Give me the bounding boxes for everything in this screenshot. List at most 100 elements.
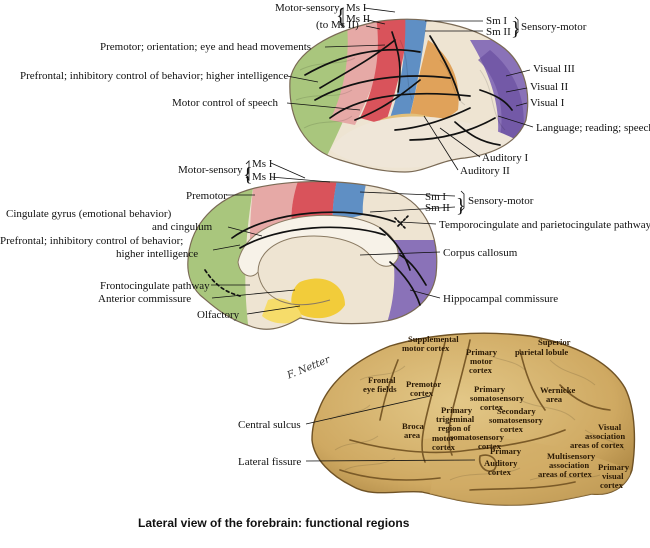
- label-multisensory-3: areas of cortex: [538, 469, 592, 479]
- label-primary-auditory-1: Primary: [490, 446, 522, 456]
- label-trigeminal-2: trigeminal: [436, 414, 475, 424]
- label-visual-assoc-3: areas of cortex: [570, 440, 624, 450]
- label-sensory-motor-mid: Sensory-motor: [468, 195, 534, 207]
- brace-top-right: }: [511, 18, 521, 40]
- label-prefrontal-mid-1: Prefrontal; inhibitory control of behavi…: [0, 235, 183, 247]
- sensory-strip-region: [390, 19, 428, 118]
- label-ms-ii-top: Ms II: [346, 13, 370, 25]
- label-sm-ii-mid: Sm II: [425, 202, 450, 214]
- label-motor-cortex-1: motor: [432, 433, 455, 443]
- label-auditory-ii: Auditory II: [460, 165, 510, 177]
- motor-strip-region: [360, 19, 410, 125]
- label-anterior-commissure: Anterior commissure: [98, 293, 191, 305]
- label-primary-somato-2: somatosensory: [470, 393, 525, 403]
- label-primary-visual-1: Primary: [598, 462, 630, 472]
- label-broca-1: Broca: [402, 421, 425, 431]
- figure-caption: Lateral view of the forebrain: functiona…: [138, 516, 410, 530]
- label-auditory-i: Auditory I: [482, 152, 528, 164]
- medial-sensory-region: [332, 181, 368, 222]
- label-sensory-motor-top: Sensory-motor: [521, 21, 587, 33]
- brace-mid-left: {: [243, 164, 253, 186]
- lateral-fissure-line: [349, 429, 566, 454]
- label-premotor-mid: Premotor: [186, 190, 227, 202]
- label-trigeminal-1: Primary: [441, 405, 473, 415]
- label-trigeminal-5: cortex: [478, 441, 502, 451]
- label-primary-visual-3: cortex: [600, 480, 624, 490]
- label-trigeminal-4: somatosensory: [450, 432, 505, 442]
- corpus-callosum-shape: [237, 214, 399, 277]
- label-secondary-somato-3: cortex: [500, 424, 524, 434]
- association-tracts: [304, 31, 513, 146]
- olfactory-region: [291, 278, 345, 319]
- label-temporocingulate: Temporocingulate and parietocingulate pa…: [439, 219, 650, 231]
- label-lateral-fissure: Lateral fissure: [238, 456, 301, 468]
- label-language: Language; reading; speech: [536, 122, 650, 134]
- medial-brain: [187, 181, 438, 330]
- label-hippocampal-commissure: Hippocampal commissure: [443, 293, 558, 305]
- label-sm-ii-top: Sm II: [486, 26, 511, 38]
- label-secondary-somato-2: somatosensory: [489, 415, 544, 425]
- label-broca-2: area: [404, 430, 421, 440]
- top-lateral-brain: [289, 18, 529, 173]
- label-cingulate-2: and cingulum: [152, 221, 213, 233]
- label-ms-i-mid: Ms I: [252, 158, 273, 170]
- label-primary-motor-2: motor: [470, 356, 493, 366]
- label-premotor-cortex-1: Premotor: [406, 379, 441, 389]
- label-prefrontal-top: Prefrontal; inhibitory control of behavi…: [20, 70, 288, 82]
- label-central-sulcus: Central sulcus: [238, 419, 301, 431]
- brace-top-left: {: [336, 5, 346, 27]
- label-to-ms-ii: (to Ms II): [316, 19, 359, 31]
- label-sm-i-mid: Sm I: [425, 191, 446, 203]
- label-sm-i-top: Sm I: [486, 15, 507, 27]
- language-region: [410, 40, 459, 121]
- label-prefrontal-mid-2: higher intelligence: [116, 248, 198, 260]
- label-visual-assoc-1: Visual: [598, 422, 622, 432]
- label-motor-sensory-top: Motor-sensory: [275, 2, 340, 14]
- brace-mid-right: }: [456, 195, 466, 217]
- label-olfactory: Olfactory: [197, 309, 240, 321]
- label-premotor-cortex-2: cortex: [410, 388, 434, 398]
- label-primary-motor-3: cortex: [469, 365, 493, 375]
- medial-labels: Motor-sensory Ms I Ms II Premotor Sm I S…: [0, 158, 650, 321]
- label-motor-speech: Motor control of speech: [172, 97, 278, 109]
- label-motor-sensory-mid: Motor-sensory: [178, 164, 243, 176]
- label-wernicke-2: area: [546, 394, 563, 404]
- label-primary-auditory-3: cortex: [488, 467, 512, 477]
- lateral-brain-tan: F. Netter: [285, 332, 636, 506]
- leader-lines: [211, 7, 534, 462]
- central-sulcus-line: [421, 341, 446, 463]
- label-corpus-callosum: Corpus callosum: [443, 247, 518, 259]
- artist-signature: F. Netter: [285, 354, 333, 382]
- label-frontal-eye-2: eye fields: [363, 384, 397, 394]
- premotor-region: [330, 19, 392, 125]
- label-motor-cortex-2: cortex: [432, 442, 456, 452]
- temporal-lobe-shade: [420, 436, 630, 506]
- label-wernicke-1: Wernicke: [540, 385, 576, 395]
- label-primary-somato-1: Primary: [474, 384, 506, 394]
- label-superior-parietal-1: Superior: [538, 337, 571, 347]
- label-visual-assoc-2: association: [585, 431, 625, 441]
- brace-marks: { } { }: [243, 5, 521, 217]
- label-multisensory-1: Multisensory: [547, 451, 596, 461]
- label-ms-ii-mid: Ms II: [252, 171, 276, 183]
- label-supplemental-2: motor cortex: [402, 343, 450, 353]
- label-visual-ii: Visual II: [530, 81, 568, 93]
- label-premotor-top: Premotor; orientation; eye and head move…: [100, 41, 311, 53]
- primary-auditory-outline: [478, 454, 497, 472]
- label-frontal-eye-1: Frontal: [368, 375, 396, 385]
- label-secondary-somato-1: Secondary: [497, 406, 536, 416]
- label-superior-parietal-2: parietal lobule: [515, 347, 568, 357]
- label-primary-auditory-2: Auditory: [484, 458, 518, 468]
- label-visual-i: Visual I: [530, 97, 565, 109]
- lateral-labels: Supplemental motor cortex Primary motor …: [238, 334, 630, 490]
- cingulum-tract: [231, 211, 396, 239]
- top-labels: Motor-sensory Ms I Ms II (to Ms II) Sm I…: [20, 2, 650, 177]
- label-primary-motor-1: Primary: [466, 347, 498, 357]
- label-trigeminal-3: region of: [438, 423, 471, 433]
- label-primary-somato-3: cortex: [480, 402, 504, 412]
- label-ms-i-top: Ms I: [346, 2, 367, 14]
- label-frontocingulate: Frontocingulate pathway: [100, 280, 210, 292]
- label-supplemental-1: Supplemental: [408, 334, 459, 344]
- label-cingulate-1: Cingulate gyrus (emotional behavior): [6, 208, 172, 220]
